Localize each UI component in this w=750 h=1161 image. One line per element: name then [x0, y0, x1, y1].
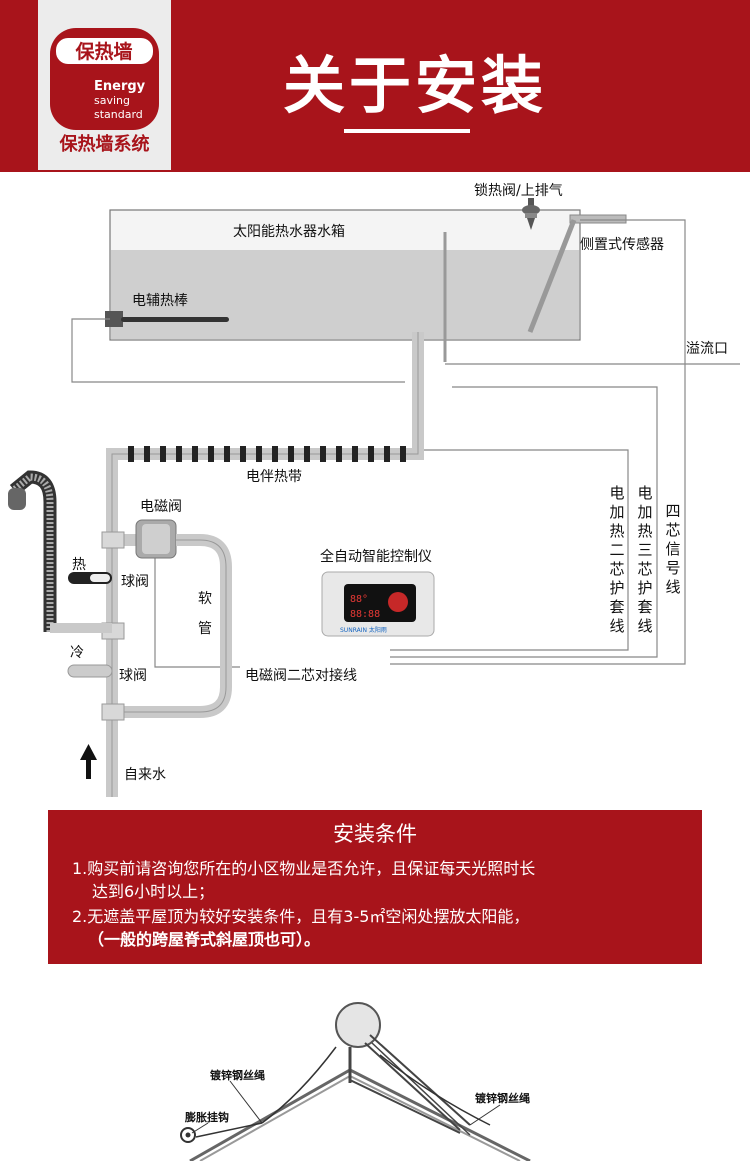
heat-tape	[128, 446, 406, 462]
label-roof-wire-left: 镀锌钢丝绳	[210, 1069, 265, 1082]
label-wire-2core: 电加热二芯护套线	[609, 484, 625, 635]
label-heater-rod: 电辅热棒	[132, 293, 188, 309]
label-hose: 软管	[198, 591, 212, 637]
tank-water	[111, 250, 579, 339]
condition-line-4: （一般的跨屋脊式斜屋顶也可）。	[88, 930, 321, 949]
conditions-title: 安装条件	[333, 822, 417, 846]
side-sensor-icon	[527, 214, 627, 333]
installation-conditions: 安装条件 1.购买前请咨询您所在的小区物业是否允许，且保证每天光照时长 达到6小…	[48, 810, 702, 964]
title-underline	[344, 129, 470, 133]
controller-icon: 88° 88:88 SUNRAIN 太阳雨	[321, 571, 435, 637]
label-hot: 热	[72, 557, 86, 573]
roof-ridge	[189, 1068, 531, 1161]
label-vent-valve: 锁热阀/上排气	[474, 183, 563, 199]
logo-sub-1: Energy	[94, 79, 146, 94]
logo-sub-2: saving	[94, 94, 130, 107]
roof-drawing	[180, 1002, 531, 1161]
label-ball-valve-1: 球阀	[121, 574, 149, 590]
expansion-hook-icon	[180, 1127, 196, 1143]
label-tank: 太阳能热水器水箱	[233, 224, 345, 240]
condition-line-3: 2.无遮盖平屋顶为较好安装条件，且有3-5㎡空闲处摆放太阳能，	[72, 907, 530, 926]
label-controller: 全自动智能控制仪	[320, 549, 432, 565]
heater-rod-icon	[105, 311, 229, 327]
label-solenoid-wire: 电磁阀二芯对接线	[245, 668, 357, 684]
vent-valve-icon	[522, 198, 540, 230]
solenoid-valve-icon	[135, 519, 177, 559]
label-cold: 冷	[70, 645, 84, 661]
label-roof-wire-right: 镀锌钢丝绳	[475, 1092, 530, 1105]
galvanized-wire	[195, 1046, 491, 1138]
label-roof-hook: 膨胀挂钩	[185, 1111, 229, 1124]
roof-diagram: 镀锌钢丝绳 镀锌钢丝绳 膨胀挂钩	[0, 975, 750, 1161]
condition-line-1: 1.购买前请咨询您所在的小区物业是否允许，且保证每天光照时长	[72, 859, 536, 878]
label-solenoid-valve: 电磁阀	[140, 499, 182, 515]
controller-display-2: 88:88	[350, 609, 380, 620]
logo-badge-icon: 保热墙 Energy saving standard	[50, 28, 159, 130]
label-side-sensor: 侧置式传感器	[580, 237, 664, 253]
ball-valve-hot-icon	[68, 572, 112, 584]
logo-sub-3: standard	[94, 108, 143, 121]
label-overflow: 溢流口	[686, 341, 728, 357]
label-wire-signal: 四芯信号线	[665, 502, 681, 596]
logo-caption: 保热墙系统	[59, 134, 150, 155]
logo-badge-text: 保热墙	[74, 40, 132, 63]
up-arrow-icon	[80, 744, 97, 779]
brand-logo: 保热墙 Energy saving standard 保热墙系统	[38, 0, 171, 170]
solar-heater-frame	[335, 1002, 471, 1136]
installation-diagram: 88° 88:88 SUNRAIN 太阳雨 锁热阀/上排气 太阳能热水器水箱 侧…	[0, 172, 750, 800]
label-tap-water: 自来水	[124, 767, 166, 783]
diagram-drawing: 88° 88:88 SUNRAIN 太阳雨	[8, 198, 740, 797]
label-heat-tape: 电伴热带	[246, 469, 302, 485]
page-title: 关于安装	[282, 49, 547, 122]
shower-icon	[8, 470, 112, 633]
header-banner: 保热墙 Energy saving standard 保热墙系统 关于安装	[0, 0, 750, 172]
controller-brand: SUNRAIN 太阳雨	[340, 626, 387, 634]
condition-line-2: 达到6小时以上；	[92, 882, 215, 901]
label-ball-valve-2: 球阀	[119, 668, 147, 684]
ball-valve-cold-icon	[67, 664, 113, 678]
label-wire-3core: 电加热三芯护套线	[637, 484, 653, 635]
controller-display-1: 88°	[350, 594, 368, 605]
